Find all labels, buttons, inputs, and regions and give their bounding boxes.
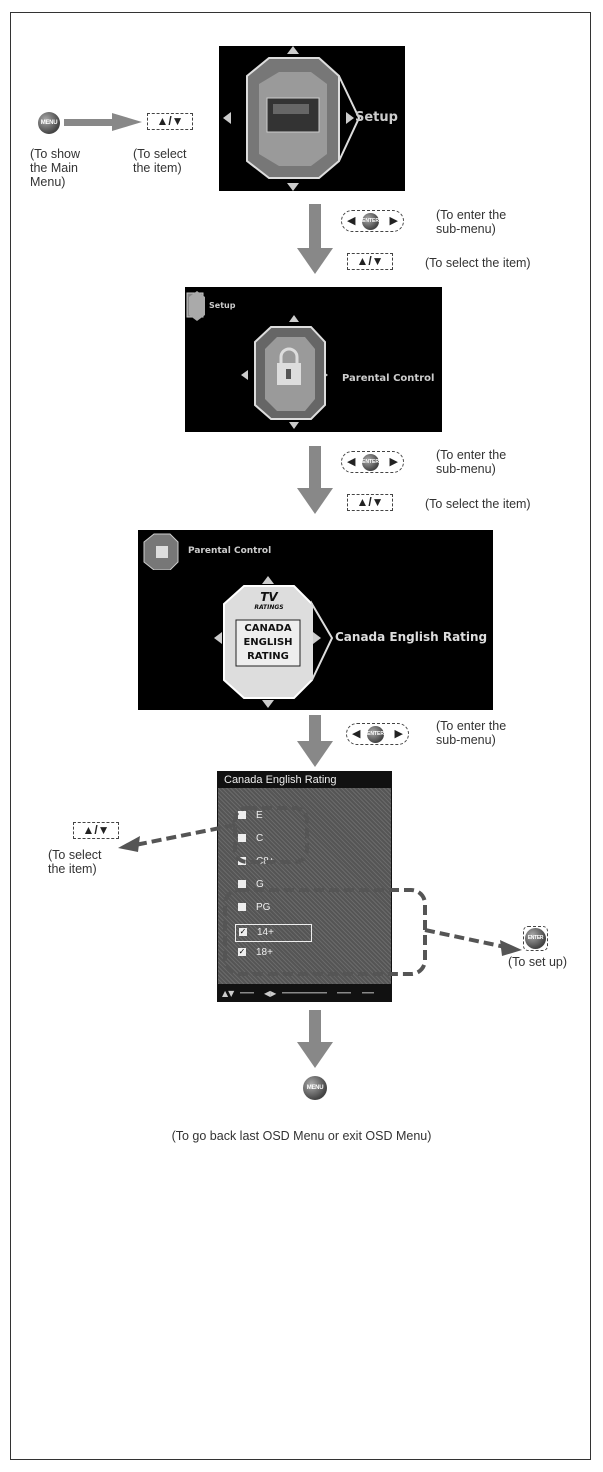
rating-item-e[interactable]: E [238,808,263,824]
card-line2: ENGLISH [243,637,293,648]
main-menu-screen: Setup [219,46,405,191]
hint-bar-icons: ▲▼ ◀▶ [222,989,374,998]
caption-go-back: (To go back last OSD Menu or exit OSD Me… [171,1129,432,1143]
left-enter-right-button-icon: ◀ENTER▶ [341,451,404,473]
caption-enter-submenu: (To enter the sub-menu) [436,208,507,236]
caption-enter-submenu: (To enter the sub-menu) [436,719,507,747]
screen-label-canada-english-rating: Canada English Rating [335,630,488,644]
up-down-button-icon: ▲/▼ [347,494,393,511]
rating-item-c[interactable]: C [238,831,263,847]
setup-submenu-screen: Setup Parental Control [185,287,442,432]
rating-item-18[interactable]: ✓18+ [238,947,273,958]
card-ratings-label: RATINGS [254,604,284,611]
rating-item-g[interactable]: G [238,877,264,893]
card-line3: RATING [247,651,289,662]
caption-select-item: (To select the item) [425,497,531,511]
callout-lines [118,806,522,976]
caption-enter-submenu: (To enter the sub-menu) [436,448,507,476]
parental-control-submenu-screen: Parental Control TV RATINGS CANADA ENGLI… [138,530,493,710]
caption-select-item: (To select the item) [133,147,187,175]
svg-text:◀▶: ◀▶ [264,989,277,998]
up-down-button-icon: ▲/▼ [73,822,119,839]
svg-text:▲▼: ▲▼ [222,989,235,998]
menu-body [218,788,391,984]
lock-thumb-icon [143,533,179,570]
caption-select-item: (To select the item) [48,848,102,876]
menu-button-icon: MENU [303,1076,327,1100]
up-down-button-icon: ▲/▼ [347,253,393,270]
caption-set-up: (To set up) [508,955,568,969]
setup-cube-icon [223,46,361,191]
menu-button-icon: MENU [38,112,60,134]
rating-item-14-selected[interactable]: ✓14+ [235,924,312,942]
menu-title: Canada English Rating [218,772,391,788]
down-arrow-icon [297,1010,333,1068]
right-arrow-icon [64,113,142,131]
diagram-frame [10,12,591,1460]
caption-show-main-menu: (To show the Main Menu) [30,147,81,189]
caption-select-item: (To select the item) [425,256,531,270]
left-enter-right-button-icon: ◀ENTER▶ [341,210,404,232]
down-arrow-icon [297,715,333,767]
screen-label-setup: Setup [355,110,398,125]
enter-button-box: ENTER [523,926,548,951]
parental-control-lock-icon [241,315,328,429]
card-line1: CANADA [244,623,292,634]
setup-cube-thumb-icon [186,291,205,321]
crumb-parental-control: Parental Control [188,546,272,556]
crumb-setup: Setup [209,301,236,310]
card-tv-label: TV [260,590,278,604]
down-arrow-icon [297,446,333,514]
screen-label-parental-control: Parental Control [342,373,435,384]
rating-card-frame-icon [214,576,334,708]
up-down-button-icon: ▲/▼ [147,113,193,130]
rating-item-pg[interactable]: PG [238,900,270,916]
left-enter-right-button-icon: ◀ENTER▶ [346,723,409,745]
enter-button-icon: ENTER [525,928,546,949]
down-arrow-icon [297,204,333,274]
menu-hint-bar: ▲▼ ◀▶ [218,984,391,1001]
